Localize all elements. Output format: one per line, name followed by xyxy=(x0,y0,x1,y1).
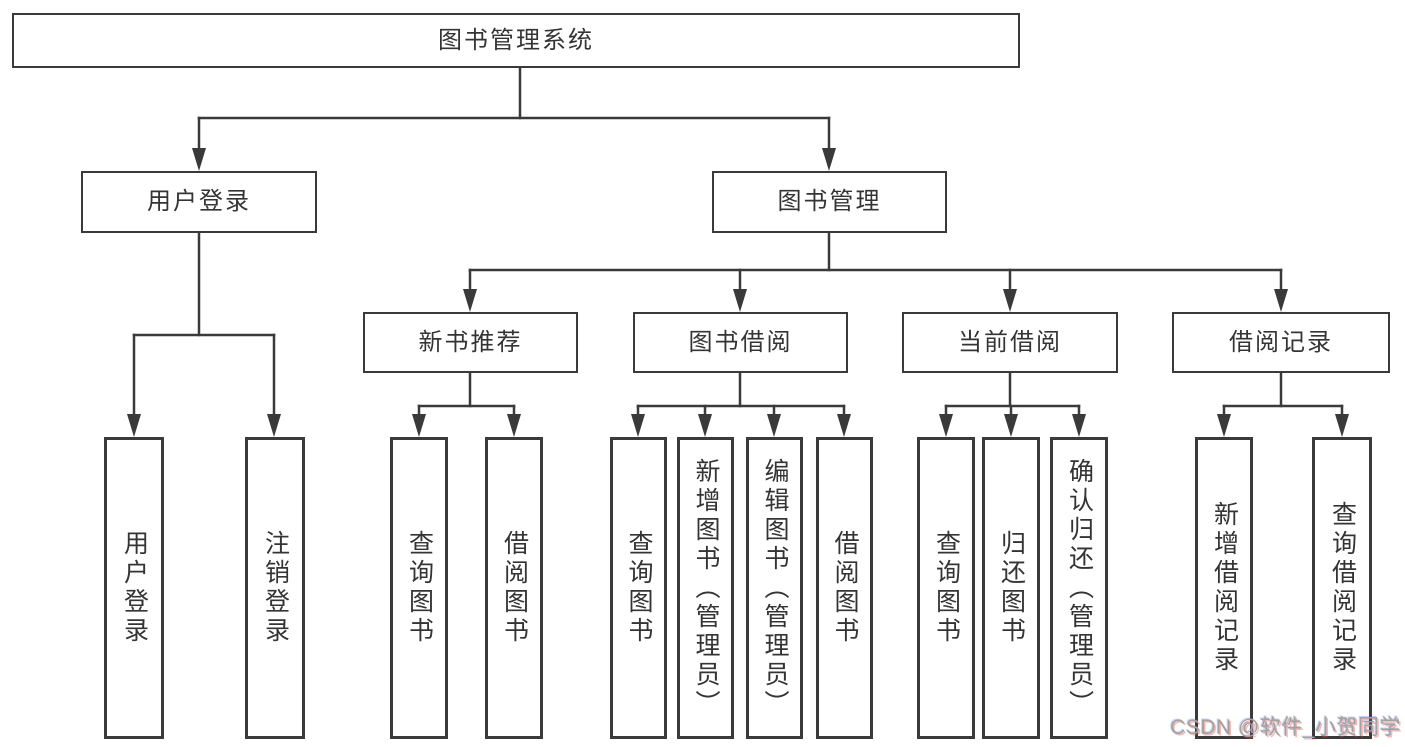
node-logout-leaf-label: 注销登录 xyxy=(261,530,290,646)
node-confirm-return-admin: 确认归还（管理员） xyxy=(1050,437,1108,739)
node-library-system: 图书管理系统 xyxy=(12,13,1020,68)
node-borrow-books-recommend: 借阅图书 xyxy=(485,437,543,739)
node-new-book-recommend-label: 新书推荐 xyxy=(418,328,523,356)
node-borrowing-records-label: 借阅记录 xyxy=(1229,328,1333,356)
node-query-books-recommend: 查询图书 xyxy=(390,437,448,739)
node-edit-books-admin: 编辑图书（管理员） xyxy=(746,437,803,739)
node-current-borrowing: 当前借阅 xyxy=(902,312,1118,373)
node-add-books-admin: 新增图书（管理员） xyxy=(677,437,734,739)
node-add-books-admin-label: 新增图书（管理员） xyxy=(692,457,720,719)
node-edit-books-admin-label: 编辑图书（管理员） xyxy=(761,457,789,719)
node-borrow-books-recommend-label: 借阅图书 xyxy=(500,530,529,646)
node-confirm-return-admin-label: 确认归还（管理员） xyxy=(1065,457,1094,719)
node-query-books-current: 查询图书 xyxy=(917,437,975,739)
node-query-books-borrowing: 查询图书 xyxy=(610,437,667,739)
node-current-borrowing-label: 当前借阅 xyxy=(958,328,1062,356)
node-query-books-borrowing-label: 查询图书 xyxy=(625,530,653,646)
node-library-system-label: 图书管理系统 xyxy=(438,26,594,54)
node-query-borrow-record: 查询借阅记录 xyxy=(1312,437,1372,739)
node-new-book-recommend: 新书推荐 xyxy=(363,312,578,373)
node-user-login-leaf-label: 用户登录 xyxy=(120,530,149,646)
node-return-books-label: 归还图书 xyxy=(997,530,1026,646)
node-user-login-label: 用户登录 xyxy=(147,188,251,215)
node-borrow-books-borrowing-label: 借阅图书 xyxy=(831,530,859,646)
node-add-borrow-record: 新增借阅记录 xyxy=(1195,437,1253,739)
node-query-borrow-record-label: 查询借阅记录 xyxy=(1328,501,1357,675)
node-query-books-recommend-label: 查询图书 xyxy=(405,530,434,646)
node-add-borrow-record-label: 新增借阅记录 xyxy=(1210,501,1239,675)
node-book-borrowing: 图书借阅 xyxy=(633,312,848,373)
node-return-books: 归还图书 xyxy=(982,437,1040,739)
node-borrow-books-borrowing: 借阅图书 xyxy=(816,437,873,739)
node-logout-leaf: 注销登录 xyxy=(245,437,305,739)
node-borrowing-records: 借阅记录 xyxy=(1172,312,1390,373)
node-query-books-current-label: 查询图书 xyxy=(932,530,961,646)
node-book-management: 图书管理 xyxy=(712,171,947,233)
node-book-management-label: 图书管理 xyxy=(777,188,882,215)
node-user-login: 用户登录 xyxy=(81,171,317,233)
node-book-borrowing-label: 图书借阅 xyxy=(688,328,793,356)
node-user-login-leaf: 用户登录 xyxy=(104,437,164,739)
csdn-watermark: CSDN @软件_小贺同学 xyxy=(1170,716,1401,739)
